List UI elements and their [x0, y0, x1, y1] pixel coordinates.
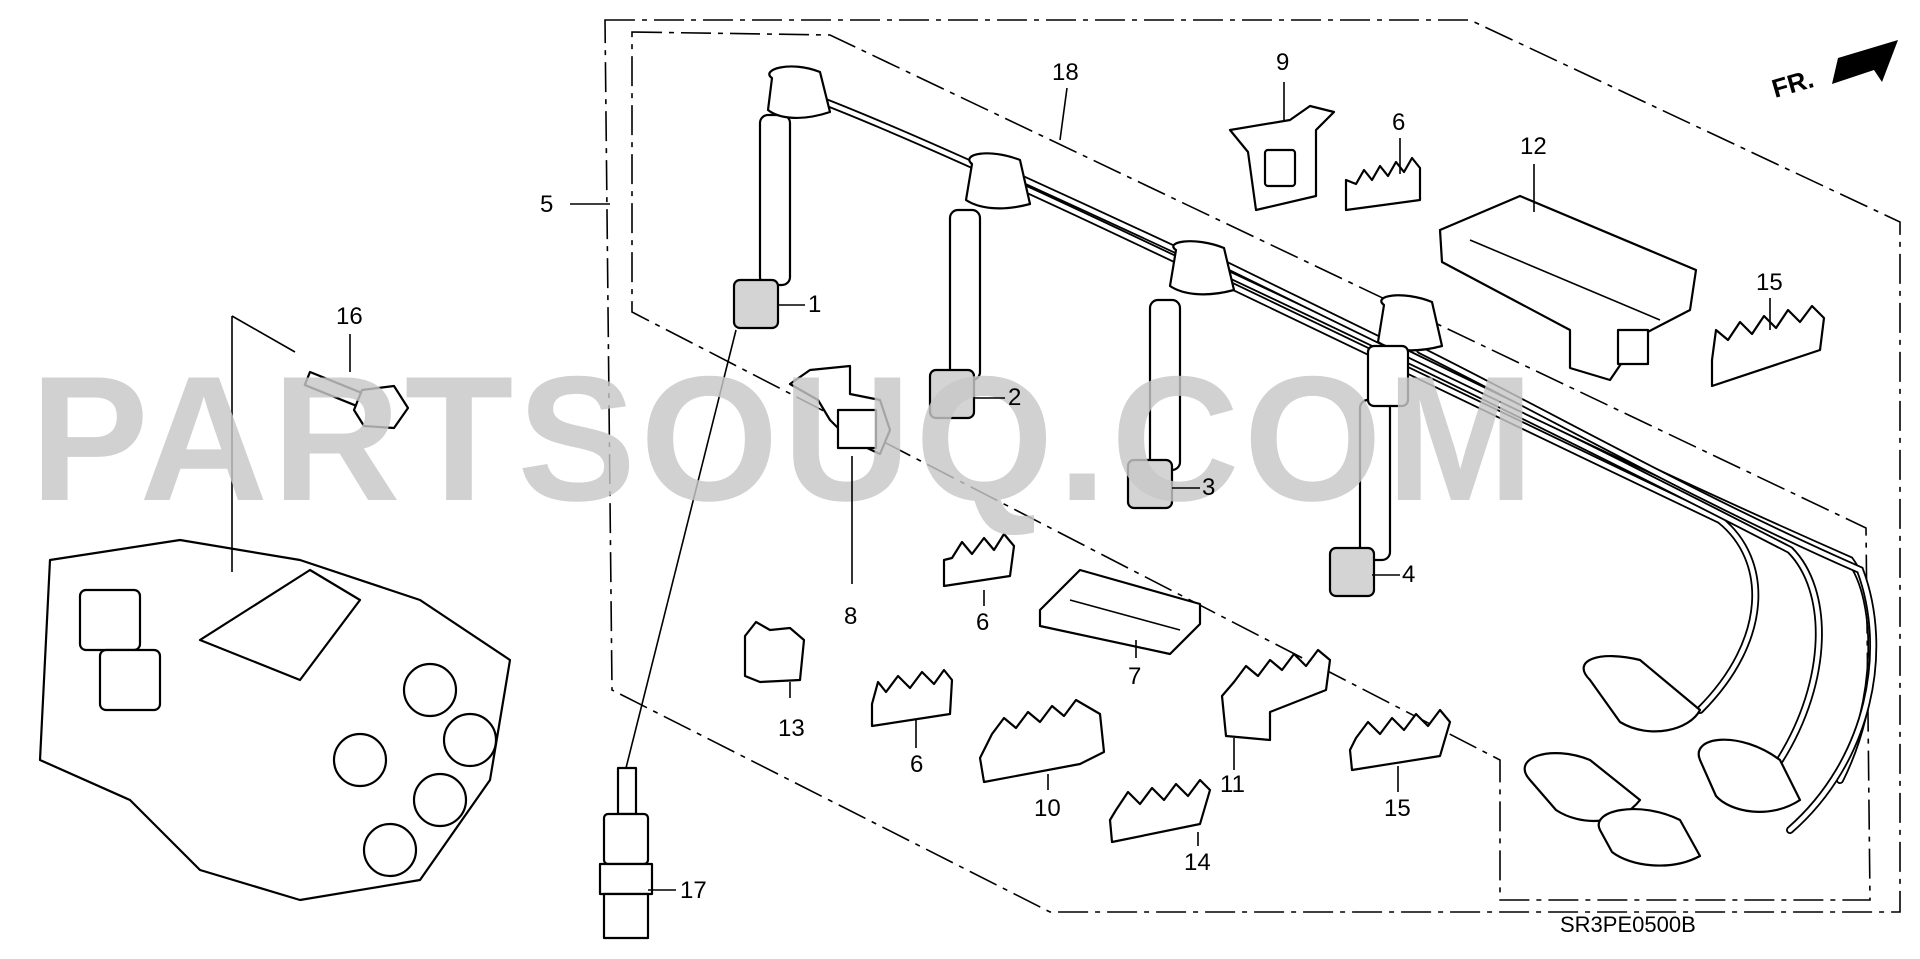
bolt-part-16	[303, 370, 410, 430]
callout-1[interactable]: 1	[808, 291, 821, 318]
callout-7[interactable]: 7	[1128, 663, 1141, 690]
wire-set-boundary	[631, 31, 1871, 901]
direction-label: FR.	[1768, 63, 1817, 103]
callout-6-top[interactable]: 6	[1392, 109, 1405, 136]
clamp-part-11	[1220, 648, 1332, 742]
clamp-part-6-low	[870, 668, 954, 728]
diagram-code: SR3PE0500B	[1560, 912, 1696, 937]
plug-cord-3	[1126, 240, 1236, 510]
distributor-assembly	[38, 315, 512, 902]
callout-13[interactable]: 13	[778, 715, 805, 742]
bolt-leader-line	[231, 315, 296, 572]
ignition-wire-set	[816, 96, 1878, 834]
callout-14[interactable]: 14	[1184, 849, 1211, 876]
callout-11[interactable]: 11	[1220, 771, 1245, 798]
callout-18[interactable]: 18	[1052, 59, 1079, 86]
kit-boundary-outer	[604, 19, 1901, 913]
callout-15-top[interactable]: 15	[1756, 269, 1783, 296]
holder-part-9	[1228, 104, 1336, 212]
clamp-part-15-top	[1710, 304, 1826, 388]
clamp-part-6-mid	[942, 532, 1016, 588]
clip-part-13	[743, 620, 806, 684]
callout-15-low[interactable]: 15	[1384, 795, 1411, 822]
plug-leader-line	[625, 329, 737, 769]
clamp-part-6-top	[1344, 156, 1422, 212]
callout-10[interactable]: 10	[1034, 795, 1061, 822]
callout-9[interactable]: 9	[1276, 49, 1289, 76]
plug-cord-1	[732, 65, 832, 330]
plug-cord-2	[928, 152, 1032, 420]
callout-4[interactable]: 4	[1402, 561, 1415, 588]
callout-12[interactable]: 12	[1520, 133, 1547, 160]
callout-16[interactable]: 16	[336, 303, 363, 330]
callout-2[interactable]: 2	[1008, 384, 1021, 411]
callout-leaders	[349, 82, 1771, 891]
watermark-text: PARTSOUQ.COM	[30, 339, 1538, 538]
clamp-part-14	[1108, 778, 1212, 844]
callout-labels: 1 2 3 4 5 6 6 6 7 8 9 10 11 12 13 14 15 …	[336, 49, 1783, 904]
distributor-boots	[1523, 654, 1802, 867]
clamp-part-10	[978, 698, 1106, 784]
clamp-part-15-low	[1348, 708, 1452, 772]
callout-6-low[interactable]: 6	[910, 751, 923, 778]
plug-cord-4	[1328, 294, 1444, 598]
callout-5[interactable]: 5	[540, 191, 553, 218]
callout-3[interactable]: 3	[1202, 474, 1215, 501]
front-direction-arrow-icon: FR.	[1768, 40, 1898, 104]
callout-6-mid[interactable]: 6	[976, 609, 989, 636]
callout-17[interactable]: 17	[680, 877, 707, 904]
callout-8[interactable]: 8	[844, 603, 857, 630]
spark-plug-part-17	[598, 329, 737, 940]
holder-part-7	[1038, 568, 1202, 656]
bracket-part-8	[788, 364, 892, 456]
holder-part-12	[1438, 194, 1698, 382]
